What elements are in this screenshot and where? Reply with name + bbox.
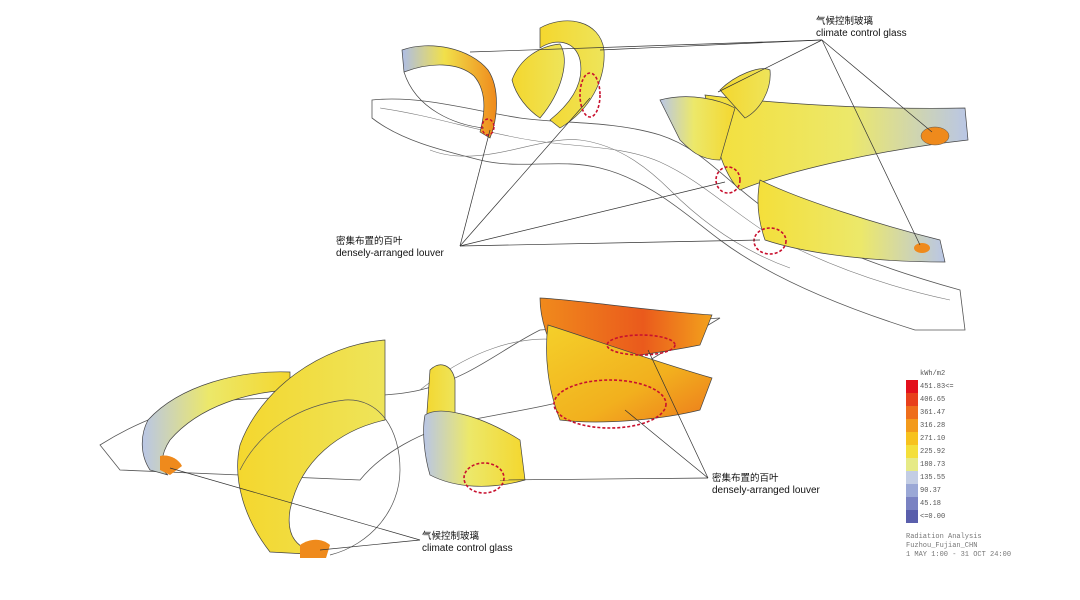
bottom-model	[99, 297, 721, 558]
legend-footer-line: Fuzhou_Fujian_CHN	[906, 542, 978, 550]
legend-item: 451.83<=	[906, 380, 1016, 393]
callout-en: climate control glass	[422, 543, 513, 554]
bottom-leader-lines	[169, 349, 709, 551]
legend-item: 225.92	[906, 445, 1016, 458]
callout-top-climate-glass: 气候控制玻璃 climate control glass	[816, 16, 907, 40]
legend-item: 271.10	[906, 432, 1016, 445]
bottom-center-shell	[237, 339, 386, 556]
legend-value: 316.28	[920, 422, 946, 430]
legend-value: 361.47	[920, 409, 946, 417]
top-louver-ring-4	[753, 227, 787, 255]
legend-footer-line: 1 MAY 1:00 - 31 OCT 24:00	[906, 551, 1012, 559]
legend-item: <=0.00	[906, 510, 1016, 523]
legend-swatch	[906, 484, 918, 497]
bottom-louver-ring-2	[553, 379, 667, 429]
legend-swatch	[906, 432, 918, 445]
callout-top-louver: 密集布置的百叶 densely-arranged louver	[336, 236, 444, 260]
bottom-center-ring	[239, 399, 401, 556]
top-right-small-curl	[719, 68, 771, 119]
top-louver-ring-3	[715, 166, 741, 194]
legend-value: <=0.00	[920, 513, 946, 521]
legend-value: 90.37	[920, 487, 942, 495]
callout-bottom-louver: 密集布置的百叶 densely-arranged louver	[712, 473, 820, 497]
callout-en: densely-arranged louver	[336, 248, 444, 259]
legend-swatch	[906, 510, 918, 523]
legend-swatch	[906, 419, 918, 432]
bottom-left-shell	[141, 371, 291, 476]
legend-value: 135.55	[920, 474, 946, 482]
top-leader-lines	[459, 39, 933, 247]
top-louver-ring-1	[579, 72, 601, 118]
top-left-shell	[401, 45, 497, 139]
top-glass-patch-a	[920, 126, 950, 146]
top-path-s	[429, 139, 791, 269]
callout-zh: 密集布置的百叶	[336, 236, 403, 247]
legend-item: 316.28	[906, 419, 1016, 432]
legend-swatch	[906, 471, 918, 484]
legend-item: 135.55	[906, 471, 1016, 484]
callout-zh: 气候控制玻璃	[422, 531, 480, 542]
legend-value: 225.92	[920, 448, 946, 456]
callout-zh: 密集布置的百叶	[712, 473, 779, 484]
top-mid-back	[511, 43, 565, 119]
legend-swatch	[906, 497, 918, 510]
callout-zh: 气候控制玻璃	[816, 16, 874, 27]
callout-en: densely-arranged louver	[712, 485, 820, 496]
top-louver-ring-2	[481, 118, 495, 136]
bottom-mid-curl	[423, 410, 526, 487]
legend-value: 45.18	[920, 500, 942, 508]
radiation-legend: kWh/m2 451.83<= 406.65 361.47 316.28 271.10 2…	[906, 370, 1016, 570]
legend-footer-line: Radiation Analysis	[906, 533, 982, 541]
legend-item: 45.18	[906, 497, 1016, 510]
legend-value: 271.10	[920, 435, 946, 443]
legend-item: 180.73	[906, 458, 1016, 471]
legend-item: 361.47	[906, 406, 1016, 419]
legend-value: 406.65	[920, 396, 946, 404]
top-right-back-shell	[659, 96, 736, 161]
top-left-inner	[403, 71, 485, 129]
bottom-louver-ring-1	[606, 334, 676, 356]
top-right-lower-shell	[757, 179, 946, 263]
legend-swatch	[906, 445, 918, 458]
bottom-glass-patch	[300, 539, 330, 558]
top-model	[371, 20, 969, 331]
legend-swatch	[906, 380, 918, 393]
legend-value: 180.73	[920, 461, 946, 469]
legend-item: 406.65	[906, 393, 1016, 406]
legend-swatch	[906, 458, 918, 471]
top-glass-patch-b	[914, 243, 930, 253]
callout-en: climate control glass	[816, 28, 907, 39]
legend-swatch	[906, 393, 918, 406]
callout-bottom-climate-glass: 气候控制玻璃 climate control glass	[422, 531, 513, 555]
legend-unit: kWh/m2	[920, 370, 946, 378]
bottom-louver-ring-3	[463, 462, 505, 494]
legend-swatch	[906, 406, 918, 419]
legend-value: 451.83<=	[920, 383, 954, 391]
legend-item: 90.37	[906, 484, 1016, 497]
